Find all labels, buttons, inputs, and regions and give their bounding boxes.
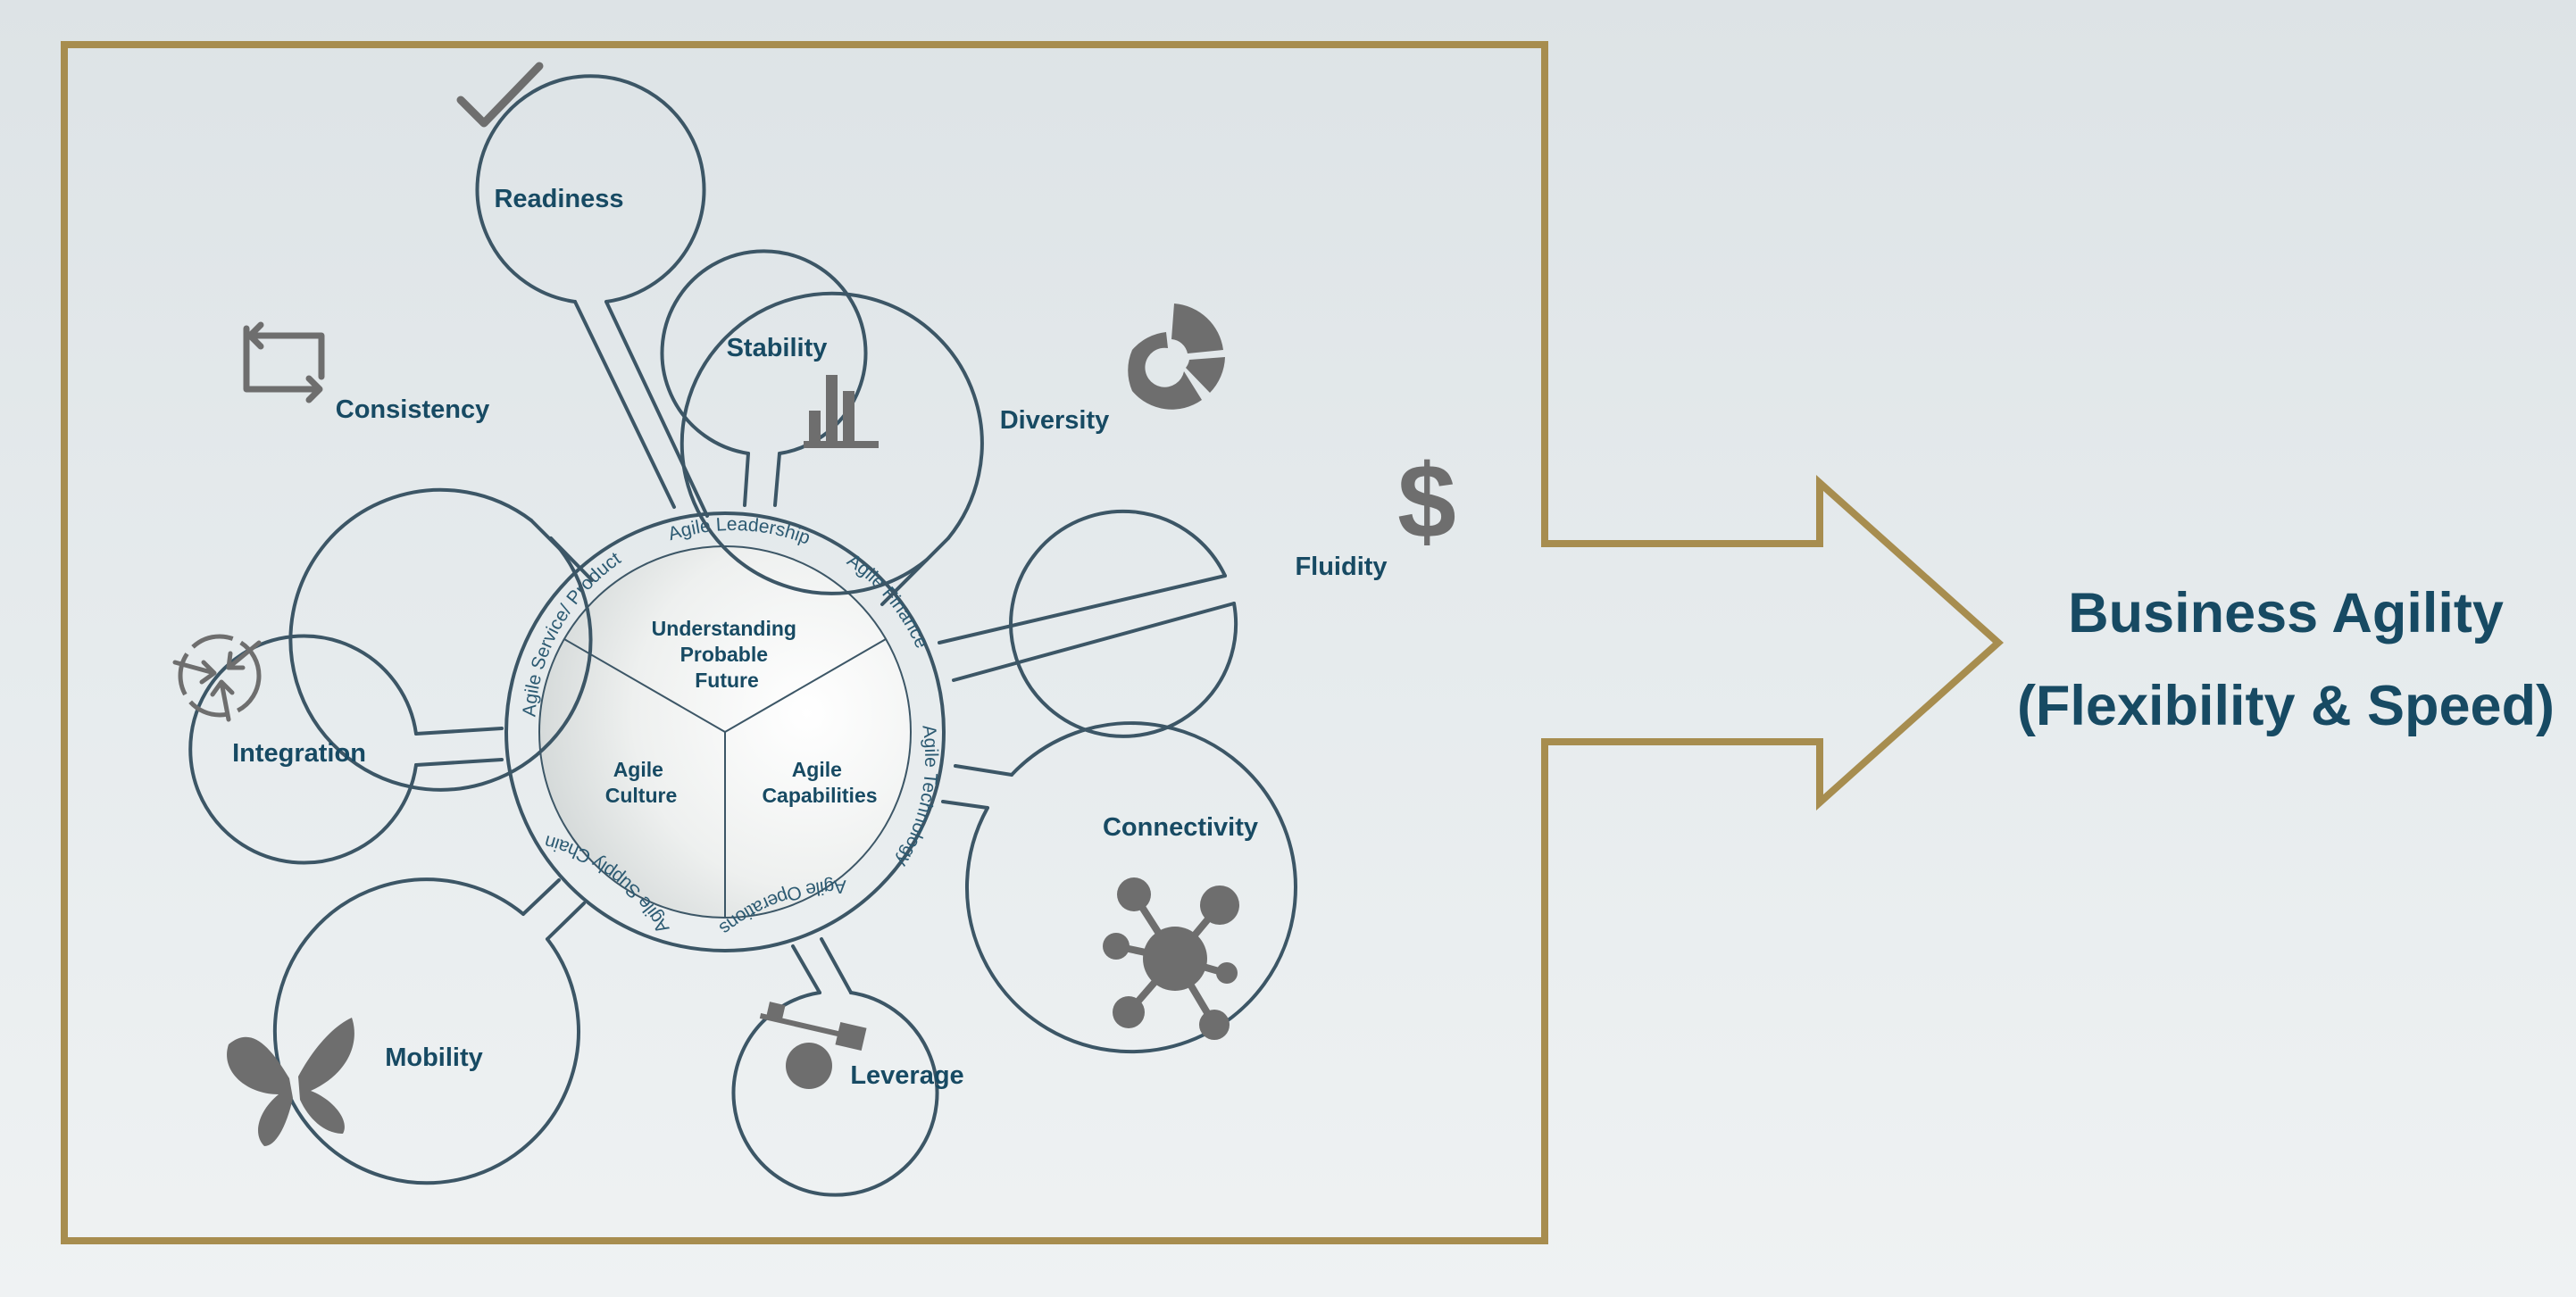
bubble-label-consistency: Consistency	[336, 395, 489, 424]
network-icon	[1103, 877, 1239, 1040]
bubble-diversity: Diversity	[679, 291, 1225, 606]
bubble-integration: Integration	[172, 634, 504, 865]
donut-chart-icon	[1128, 303, 1225, 410]
core-label-capabilities: Agile Capabilities	[762, 758, 877, 807]
bubble-label-fluidity: Fluidity	[1295, 553, 1387, 581]
bubble-label-leverage: Leverage	[850, 1061, 963, 1090]
bubble-label-mobility: Mobility	[385, 1043, 483, 1072]
bubble-label-integration: Integration	[232, 739, 366, 768]
checkmark-icon	[456, 62, 544, 128]
bubble-label-stability: Stability	[727, 334, 828, 362]
bubble-leverage: Leverage	[731, 937, 964, 1197]
bubble-label-readiness: Readiness	[494, 185, 623, 213]
bubble-label-connectivity: Connectivity	[1103, 813, 1258, 842]
seesaw-icon	[759, 1002, 867, 1089]
bubble-mobility: Mobility	[227, 877, 586, 1185]
ring-label-leadership: Agile Leadership	[666, 514, 813, 549]
loop-arrows-icon	[243, 321, 325, 403]
core-label-culture: Agile Culture	[605, 758, 678, 807]
core-label-understanding: Understanding Probable Future	[652, 617, 803, 692]
outcome-subtitle: (Flexibility & Speed)	[2017, 675, 2555, 737]
bubble-stability: Stability	[660, 249, 879, 507]
butterfly-icon	[227, 1018, 354, 1146]
bubble-fluidity: Fluidity $	[938, 443, 1456, 738]
converging-arrows-icon	[172, 634, 262, 722]
bar-chart-icon	[804, 375, 879, 448]
bubble-connectivity: Connectivity	[941, 721, 1297, 1054]
frame-arrow-outline	[61, 41, 2004, 1244]
dollar-icon: $	[1397, 443, 1456, 561]
bubble-label-diversity: Diversity	[1000, 406, 1110, 435]
outcome-title: Business Agility	[2068, 582, 2504, 644]
bubble-readiness: Readiness	[456, 62, 709, 518]
bubble-consistency: Consistency	[243, 321, 594, 792]
outer-ring	[504, 511, 946, 952]
